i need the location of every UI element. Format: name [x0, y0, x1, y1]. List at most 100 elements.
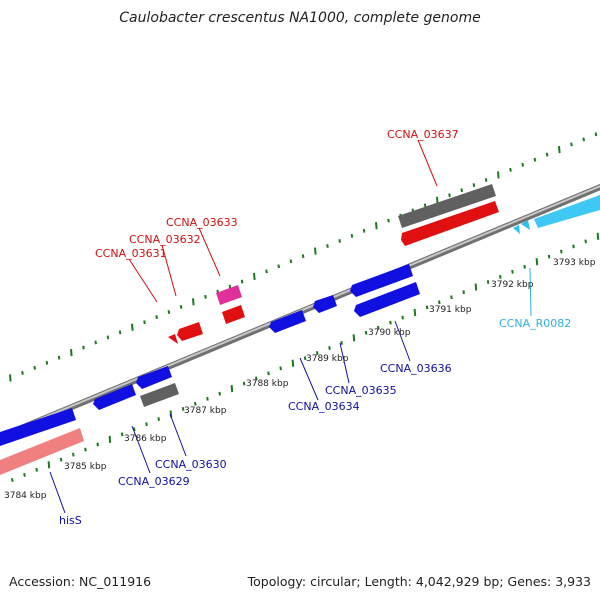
- tick-mark: [582, 137, 585, 142]
- feature-ccna-03630-pseudo[interactable]: [140, 383, 179, 407]
- tick-mark: [497, 171, 500, 179]
- gene-label[interactable]: CCNA_03635: [325, 384, 397, 397]
- genome-stats-label: Topology: circular; Length: 4,042,929 bp…: [247, 574, 591, 589]
- feature-ccna-r0082-c[interactable]: [534, 195, 600, 228]
- tick-mark: [265, 269, 268, 274]
- tick-mark: [533, 157, 537, 162]
- tick-mark: [326, 244, 329, 248]
- tick-mark: [423, 203, 427, 208]
- gene-label[interactable]: CCNA_R0082: [499, 317, 571, 330]
- tick-mark: [547, 254, 551, 259]
- tick-mark: [314, 247, 317, 255]
- tick-mark: [204, 294, 207, 299]
- feature-ccna-03631-small[interactable]: [168, 334, 178, 344]
- tick-label: 3792 kbp: [491, 280, 534, 290]
- tick-mark: [45, 360, 49, 365]
- feature-ccna-r0082-a[interactable]: [513, 225, 520, 234]
- feature-ccna-03635[interactable]: [313, 295, 337, 313]
- feature-ccna-03630-a[interactable]: [136, 366, 172, 389]
- tick-label: 3788 kbp: [246, 379, 289, 389]
- gene-labels: CCNA_03637 CCNA_03633 CCNA_03632 CCNA_03…: [59, 128, 571, 527]
- tick-mark: [277, 264, 280, 269]
- tick-mark: [291, 359, 295, 367]
- tick-mark: [230, 385, 234, 393]
- leader-lines: [49, 139, 532, 514]
- tick-mark: [194, 401, 197, 406]
- tick-mark: [21, 371, 24, 375]
- tick-mark: [253, 272, 256, 281]
- tick-mark: [328, 346, 331, 350]
- feature-ccna-r0082-b[interactable]: [521, 220, 530, 230]
- gene-label[interactable]: CCNA_03636: [380, 362, 452, 375]
- tick-mark: [352, 334, 356, 342]
- tick-mark: [192, 298, 195, 306]
- tick-mark: [474, 283, 478, 291]
- tick-mark: [499, 275, 502, 279]
- tick-mark: [9, 374, 12, 382]
- gene-label[interactable]: CCNA_03633: [166, 216, 238, 229]
- tick-mark: [303, 356, 307, 361]
- tick-mark: [59, 457, 63, 462]
- tick-mark: [450, 295, 453, 300]
- feature-ccna-03634[interactable]: [269, 310, 306, 333]
- feature-ccna-03636-b[interactable]: [354, 282, 420, 317]
- gene-label[interactable]: CCNA_03637: [387, 128, 459, 141]
- tick-label: 3784 kbp: [4, 491, 47, 501]
- tick-label: 3793 kbp: [553, 258, 596, 268]
- tick-mark: [47, 461, 51, 469]
- tick-mark: [70, 349, 73, 357]
- tick-label: 3791 kbp: [429, 305, 472, 315]
- gene-label[interactable]: CCNA_03634: [288, 400, 360, 413]
- tick-mark: [167, 310, 171, 314]
- tick-mark: [484, 178, 488, 182]
- tick-mark: [462, 290, 465, 295]
- tick-mark: [11, 478, 14, 482]
- tick-mark: [375, 222, 378, 230]
- tick-mark: [340, 341, 343, 345]
- tick-mark: [584, 239, 587, 244]
- tick-mark: [301, 254, 305, 259]
- tick-mark: [289, 259, 293, 264]
- gene-label[interactable]: CCNA_03632: [129, 233, 201, 246]
- tick-mark: [228, 284, 232, 289]
- tick-label: 3787 kbp: [184, 406, 227, 416]
- feature-ccna-03636-a[interactable]: [350, 264, 413, 297]
- feature-ccna-03637-pseudo[interactable]: [398, 184, 496, 228]
- tick-mark: [218, 391, 221, 396]
- tick-mark: [572, 244, 575, 249]
- tick-mark: [362, 228, 366, 233]
- tick-mark: [486, 280, 490, 284]
- gene-label[interactable]: CCNA_03631: [95, 247, 167, 260]
- tick-mark: [413, 308, 417, 317]
- gene-label[interactable]: CCNA_03630: [155, 458, 227, 471]
- gene-label[interactable]: CCNA_03629: [118, 475, 190, 488]
- tick-mark: [460, 188, 463, 193]
- tick-mark: [594, 132, 598, 137]
- tick-mark: [596, 232, 600, 240]
- feature-ccna-03631-cds[interactable]: [177, 322, 203, 341]
- tick-mark: [448, 193, 451, 198]
- tick-mark: [82, 345, 85, 350]
- tick-mark: [523, 264, 526, 269]
- tick-mark: [338, 239, 341, 243]
- feature-hiss[interactable]: [0, 408, 76, 446]
- feature-ccna-03637-cds[interactable]: [401, 201, 499, 246]
- feature-ccna-03629[interactable]: [93, 384, 136, 410]
- feature-ccna-03632-cds[interactable]: [222, 305, 245, 324]
- tick-mark: [96, 442, 99, 447]
- tick-mark: [157, 417, 160, 421]
- tick-mark: [131, 323, 134, 331]
- feature-ccna-03633-trna[interactable]: [216, 285, 242, 305]
- gene-label[interactable]: hisS: [59, 514, 82, 527]
- tick-label: 3785 kbp: [64, 462, 107, 472]
- tick-mark: [279, 366, 282, 371]
- tick-mark: [387, 218, 390, 223]
- tick-mark: [179, 305, 183, 309]
- tick-mark: [84, 447, 87, 452]
- tick-mark: [425, 305, 429, 310]
- map-title: Caulobacter crescentus NA1000, complete …: [119, 10, 481, 26]
- tick-mark: [108, 435, 112, 443]
- tick-mark: [94, 340, 97, 345]
- feature-rrna[interactable]: [0, 428, 84, 475]
- tick-mark: [57, 355, 61, 360]
